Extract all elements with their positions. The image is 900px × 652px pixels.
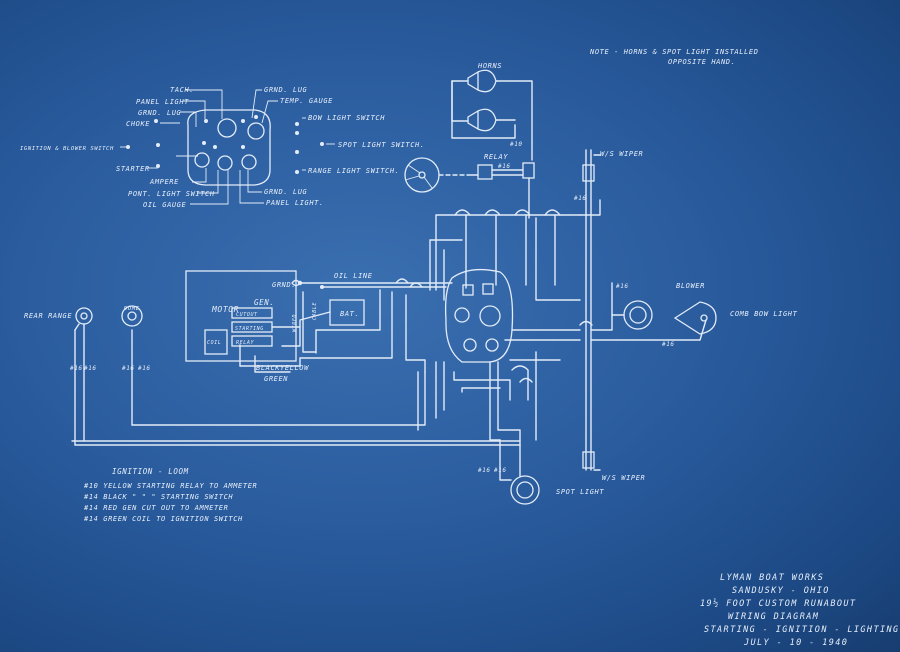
label-ignition-switch: IGNITION & BLOWER SWITCH [20, 146, 114, 152]
rear-range-light [75, 307, 93, 325]
label-wired: WIRED [292, 314, 298, 332]
label-oil-line: OIL LINE [334, 272, 373, 280]
label-cutout: CUTOUT [236, 312, 258, 318]
label-bat: BAT. [340, 310, 359, 318]
label-coil: COIL [207, 340, 221, 346]
legend-row: #14 RED GEN CUT OUT TO AMMETER [83, 504, 228, 512]
gauge-bow-light: #16 [661, 341, 675, 348]
main-harness [71, 209, 593, 446]
label-black: BLACK [256, 364, 280, 372]
gauge-rear-b: #16 [83, 365, 97, 372]
label-range-light-switch: RANGE LIGHT SWITCH. [308, 167, 399, 175]
legend-title: IGNITION - LOOM [112, 467, 189, 476]
label-relay-small: RELAY [236, 340, 254, 346]
label-dome: DOME [123, 306, 140, 312]
gauge-rear-a: #16 [69, 365, 83, 372]
horns [451, 69, 533, 161]
dome-light [121, 305, 143, 327]
label-spot-light: SPOT LIGHT [556, 488, 604, 496]
title-block: LYMAN BOAT WORKS SANDUSKY - OHIO 19½ FOO… [700, 573, 900, 648]
comb-bow-light [673, 301, 717, 335]
label-choke: CHOKE [126, 120, 150, 128]
gauge-relay-16: #16 [497, 163, 511, 170]
label-temp-gauge: TEMP. GAUGE [280, 97, 333, 105]
gauge-dome-a: #16 [121, 365, 135, 372]
relay-box [231, 335, 273, 347]
note-line-2: OPPOSITE HAND. [668, 58, 735, 66]
label-grnd-lug-top: GRND. LUG [264, 86, 308, 94]
title-date: JULY - 10 - 1940 [743, 638, 848, 648]
label-rear-range: REAR RANGE [24, 312, 72, 320]
legend-row: #10 YELLOW STARTING RELAY TO AMMETER [83, 482, 257, 490]
steering-wheel [404, 157, 469, 193]
label-panel-light-bottom: PANEL LIGHT. [266, 199, 324, 207]
gauge-spot-b: #16 [493, 467, 507, 474]
label-grnd-lug-bottom: GRND. LUG [264, 188, 308, 196]
ws-wiper-bottom-box [582, 451, 595, 469]
title-location: SANDUSKY - OHIO [732, 586, 830, 596]
label-green: GREEN [264, 375, 288, 383]
title-model: 19½ FOOT CUSTOM RUNABOUT [700, 598, 856, 609]
tachometer-gauge [217, 118, 237, 138]
cutout-box [231, 307, 273, 319]
label-grnd-lug-left: GRND. LUG [138, 109, 182, 117]
choke-knob [154, 119, 158, 123]
label-pont-light-switch: PONT. LIGHT SWITCH [128, 190, 215, 198]
label-comb-bow-light: COMB BOW LIGHT [730, 310, 798, 318]
oil-gauge [217, 155, 233, 171]
right-circuits [579, 149, 717, 471]
legend: IGNITION - LOOM #10 YELLOW STARTING RELA… [83, 467, 257, 523]
gauge-right-lower [241, 154, 257, 170]
label-cable: CABLE [312, 302, 318, 320]
legend-row: #14 BLACK " " " STARTING SWITCH [83, 493, 233, 501]
left-lights [74, 305, 143, 442]
label-grnd: GRND. [272, 281, 296, 289]
label-starter: STARTER [116, 165, 150, 173]
motor-outline [185, 270, 297, 362]
title-company: LYMAN BOAT WORKS [720, 573, 824, 583]
label-gen: GEN. [254, 298, 274, 307]
note-line-1: NOTE - HORNS & SPOT LIGHT INSTALLED [589, 48, 759, 56]
junction-block [444, 268, 514, 363]
label-horns: HORNS [477, 62, 502, 70]
gauge-blower: #16 [615, 283, 629, 290]
title-subject: STARTING - IGNITION - LIGHTING [704, 625, 900, 635]
title-drawing: WIRING DIAGRAM [728, 612, 819, 622]
ws-wiper-top-box [582, 164, 595, 182]
label-starting: STARTING [235, 326, 264, 332]
legend-row: #14 GREEN COIL TO IGNITION SWITCH [83, 515, 243, 523]
label-ampere: AMPERE [149, 178, 179, 186]
label-ws-wiper-top: W/S WIPER [600, 150, 643, 158]
ampere-gauge [194, 152, 210, 168]
label-yellow: YELLOW [280, 364, 309, 372]
label-tach: TACH. [170, 86, 194, 94]
temp-gauge [247, 122, 265, 140]
instrument-panel [120, 89, 335, 205]
label-ws-wiper-bottom: W/S WIPER [602, 474, 645, 482]
spot-light [499, 439, 540, 505]
gauge-horn-10: #10 [509, 141, 523, 148]
gauge-dome-b: #16 [137, 365, 151, 372]
motor-compartment [185, 270, 365, 373]
label-spot-light-switch: SPOT LIGHT SWITCH. [338, 141, 425, 149]
blower [623, 300, 653, 330]
gauge-spot-a: #16 [477, 467, 491, 474]
label-panel-light-top: PANEL LIGHT [136, 98, 189, 106]
coil-box [204, 329, 228, 355]
gauge-wiper-top: #16 [573, 195, 587, 202]
starter-button [156, 164, 160, 168]
label-oil-gauge: OIL GAUGE [143, 201, 187, 209]
label-relay: RELAY [484, 153, 508, 161]
label-blower: BLOWER [676, 282, 705, 290]
horn-relay [467, 162, 535, 219]
label-bow-light-switch: BOW LIGHT SWITCH [308, 114, 385, 122]
label-motor: MOTOR [211, 305, 239, 314]
